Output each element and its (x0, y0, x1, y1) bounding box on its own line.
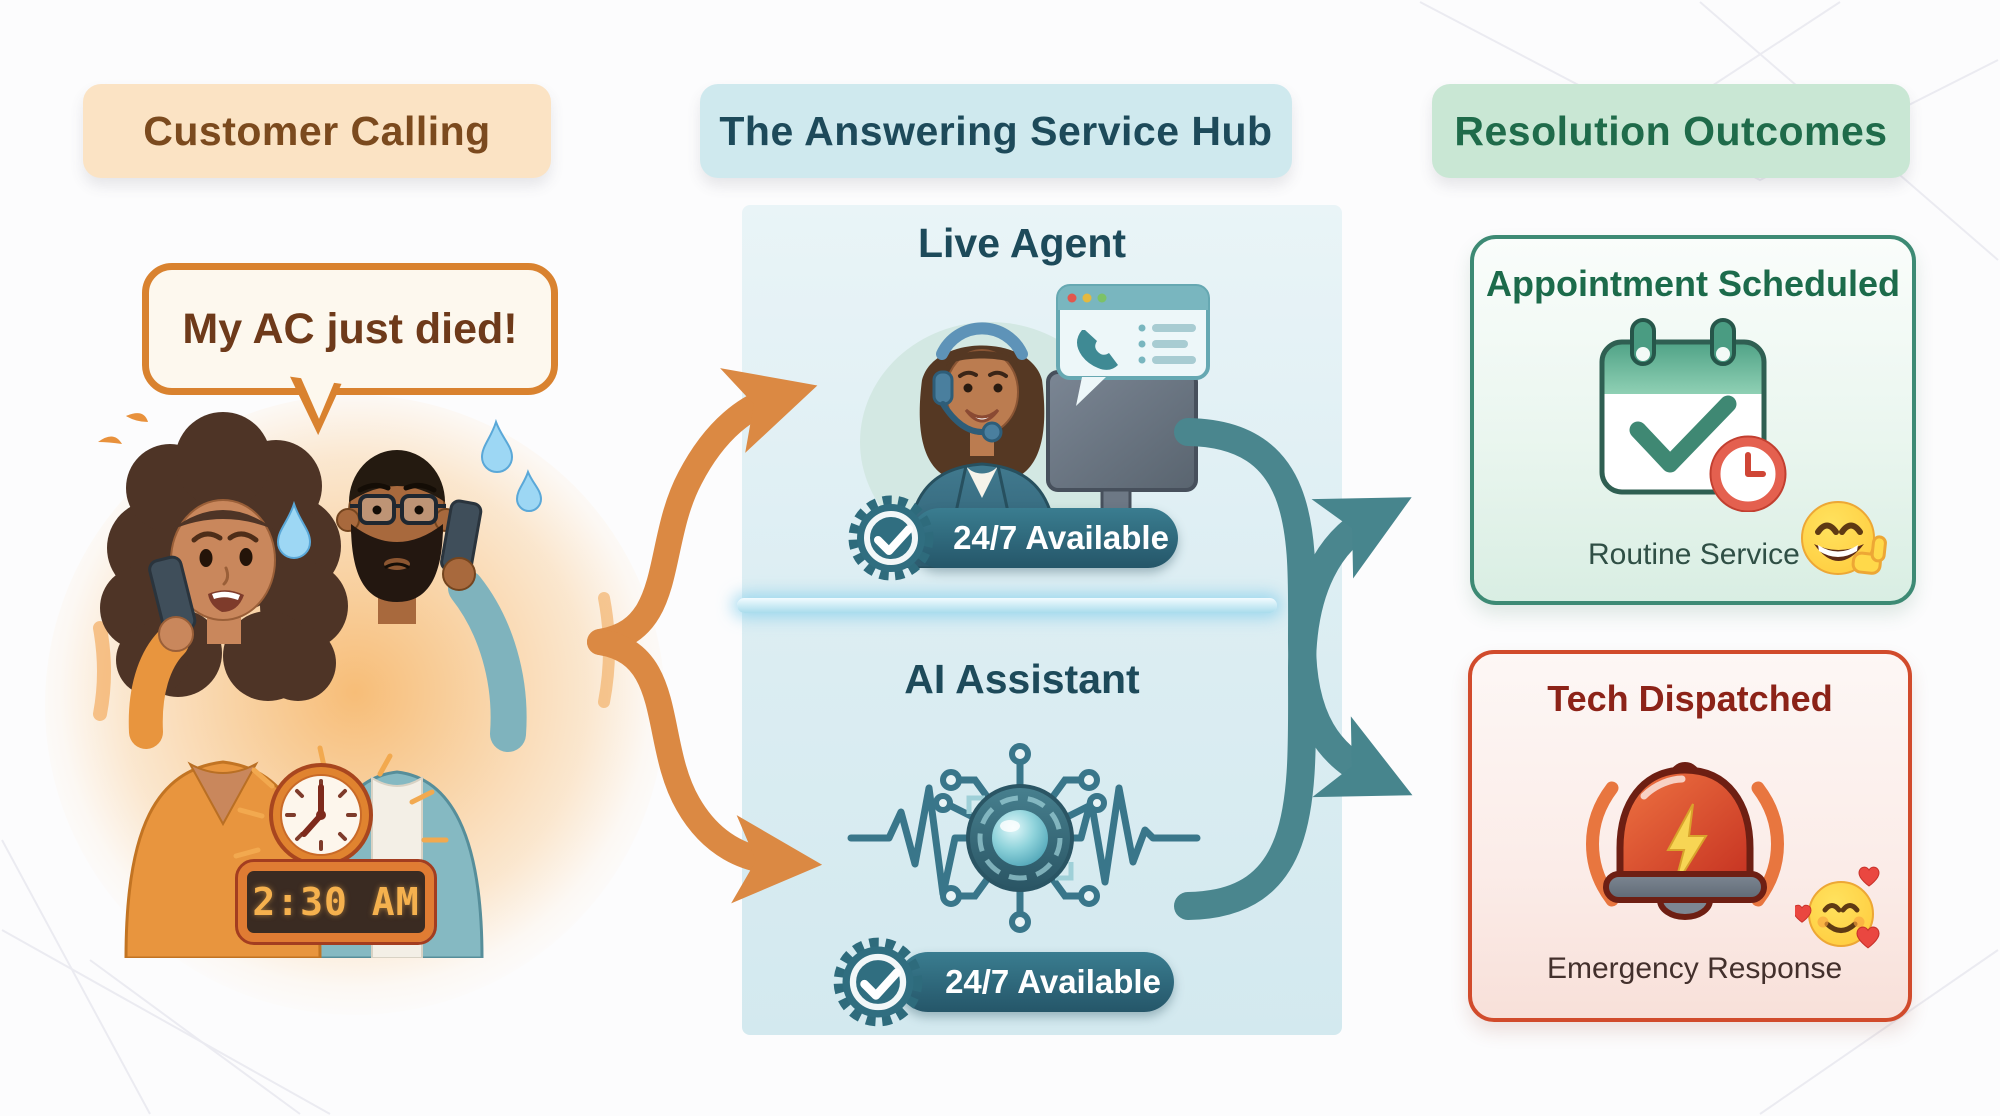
tech-caption: Emergency Response (1547, 952, 1843, 985)
smiley-thumbs-up-emoji (1801, 501, 1887, 575)
ai-core-circuit-icon (847, 743, 1201, 933)
ai-assistant-title: AI Assistant (904, 656, 1140, 702)
check-seal-icon (833, 937, 923, 1027)
alarm-bell-icon (1586, 762, 1784, 920)
digital-clock: 2:30 AM (235, 859, 437, 945)
appointment-title: Appointment Scheduled (1486, 263, 1900, 304)
tech-title: Tech Dispatched (1547, 678, 1833, 719)
live-agent-badge: 24/7 Available (910, 508, 1178, 568)
headset-icon (932, 322, 1028, 443)
header-resolution-outcomes: Resolution Outcomes (1432, 84, 1910, 178)
smiling-face-with-hearts-emoji (1795, 866, 1880, 949)
sweat-drop-icon (276, 500, 312, 559)
hub-divider (737, 598, 1277, 613)
clock-badge-icon (1709, 435, 1787, 512)
sweat-drop-icon (480, 418, 514, 473)
live-agent-title: Live Agent (917, 220, 1127, 266)
tech-dispatched-card: Tech Dispatched (1468, 650, 1912, 1022)
check-seal-icon (848, 495, 934, 581)
phone-icon (1077, 330, 1118, 370)
calendar-rings (1630, 318, 1736, 366)
call-window-icon (1056, 284, 1210, 406)
analog-clock-icon (269, 763, 373, 867)
speech-bubble: My AC just died! (142, 263, 558, 395)
ai-assistant-badge: 24/7 Available (898, 952, 1174, 1012)
appointment-caption: Routine Service (1588, 538, 1800, 571)
digital-clock-time: 2:30 AM (252, 880, 420, 924)
calendar-check-icon (1599, 318, 1787, 512)
waveform-icon (847, 784, 1201, 898)
header-answering-service-hub: The Answering Service Hub (700, 84, 1292, 178)
header-customer-calling: Customer Calling (83, 84, 551, 178)
clock-rays (233, 745, 449, 859)
